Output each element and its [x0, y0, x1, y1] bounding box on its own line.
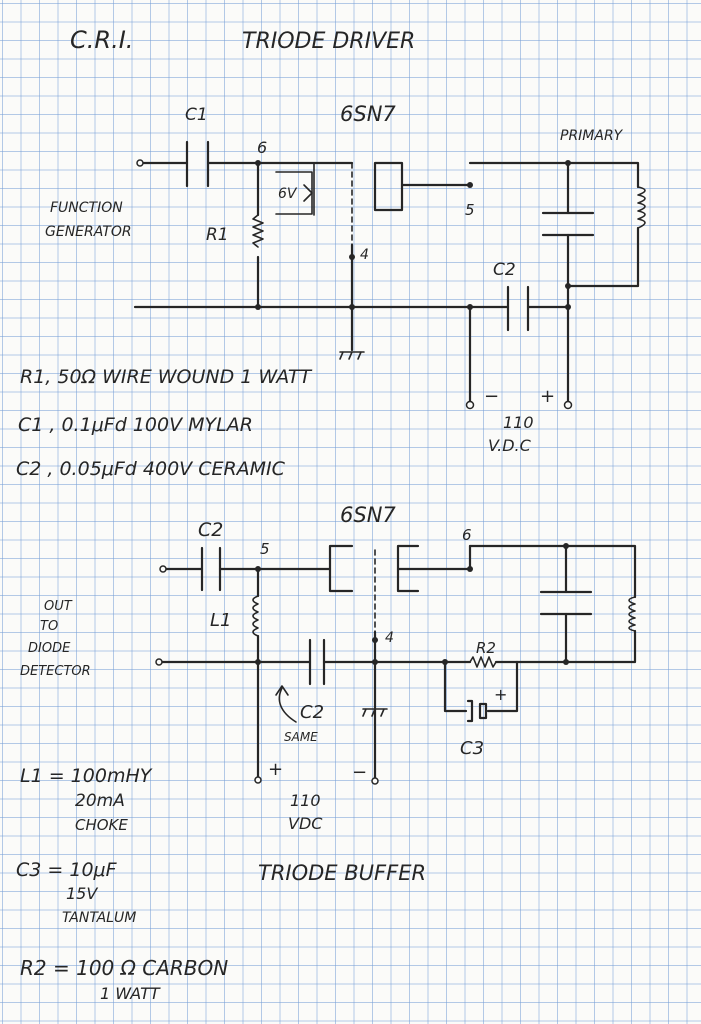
- buffer-pin-cathode-label: 4: [385, 630, 394, 646]
- driver-plus-label: +: [540, 386, 555, 407]
- driver-c1-label: C1: [185, 105, 208, 125]
- buffer-title: TRIODE BUFFER: [258, 861, 426, 885]
- driver-supply-plus-terminal: [563, 400, 573, 410]
- buffer-output-label-2: TO: [40, 619, 58, 634]
- buffer-supply-plus-terminal: [254, 776, 262, 784]
- driver-pin-grid-label: 6: [257, 138, 267, 157]
- buffer-output-terminal: [155, 658, 163, 666]
- buffer-inductor-l1: [252, 567, 260, 664]
- driver-heater-label: 6V: [278, 186, 298, 202]
- driver-circuit: C1 6 6SN7 6V R1 FUNCTION GENERATOR 4: [45, 102, 646, 455]
- driver-primary-coil: [637, 186, 646, 229]
- driver-tank-capacitor: [541, 161, 595, 309]
- buffer-junctions: [255, 543, 569, 665]
- buffer-part-c3-2: 15V: [66, 884, 98, 903]
- buffer-l1-label: L1: [210, 610, 231, 631]
- buffer-plus-label: +: [268, 759, 283, 780]
- driver-r1-label: R1: [206, 225, 229, 245]
- buffer-capacitor-c2: [200, 546, 222, 592]
- buffer-supply-label-1: 110: [290, 791, 321, 810]
- page-title-left: C.R.I.: [70, 26, 133, 54]
- buffer-supply-label-2: VDC: [288, 814, 323, 833]
- driver-supply-label-2: V.D.C: [488, 436, 532, 455]
- buffer-resistor-r2: [443, 656, 519, 668]
- driver-heater-box: [275, 171, 313, 215]
- buffer-tube-label: 6SN7: [340, 503, 396, 527]
- buffer-c3-label: C3: [460, 738, 484, 759]
- buffer-parts-list: L1 = 100mHY 20mA CHOKE C3 = 10μF 15V TAN…: [16, 765, 228, 1003]
- buffer-c3-plus-label: +: [494, 685, 507, 704]
- driver-pin-cathode-label: 4: [360, 247, 369, 263]
- buffer-part-l1-3: CHOKE: [75, 816, 128, 834]
- driver-c2-label: C2: [493, 260, 516, 280]
- driver-ground-symbol: [339, 305, 365, 360]
- buffer-part-l1-1: L1 = 100mHY: [20, 765, 153, 787]
- buffer-supply-minus-terminal: [371, 777, 379, 785]
- buffer-r2-label: R2: [476, 639, 496, 657]
- driver-resistor-r1: [252, 161, 264, 309]
- buffer-tube-symbol: [328, 544, 472, 633]
- buffer-part-r2-2: 1 WATT: [100, 984, 161, 1003]
- driver-junctions: [255, 160, 571, 310]
- buffer-coil: [628, 596, 636, 632]
- buffer-pin-grid-label: 5: [260, 540, 270, 558]
- driver-supply-label-1: 110: [503, 413, 534, 432]
- driver-plate-wires: [468, 161, 640, 288]
- buffer-same-label: SAME: [284, 730, 318, 744]
- buffer-circuit: 6SN7 C2 5 L1 OUT TO DIODE DETECTOR: [20, 503, 637, 833]
- buffer-output-label-3: DIODE: [28, 641, 71, 656]
- driver-tube-label: 6SN7: [340, 102, 396, 126]
- driver-supply-wires: [468, 305, 570, 404]
- driver-part-c2: C2 , 0.05μFd 400V CERAMIC: [16, 458, 286, 480]
- driver-input-wire: [136, 159, 354, 167]
- buffer-part-c3-1: C3 = 10μF: [16, 859, 118, 881]
- driver-part-c1: C1 , 0.1μFd 100V MYLAR: [18, 414, 253, 436]
- buffer-output-label-1: OUT: [44, 599, 73, 614]
- driver-capacitor-c1: [185, 140, 210, 188]
- driver-supply-minus-terminal: [465, 400, 475, 410]
- buffer-plate-wires: [468, 544, 637, 664]
- driver-source-label-1: FUNCTION: [50, 200, 123, 216]
- driver-source-label-2: GENERATOR: [45, 224, 132, 240]
- driver-primary-label: PRIMARY: [560, 128, 624, 144]
- driver-capacitor-c2: [506, 285, 530, 332]
- driver-tube-symbol: [313, 161, 472, 246]
- buffer-capacitor-c3: [443, 660, 519, 723]
- buffer-part-l1-2: 20mA: [75, 791, 125, 811]
- page-title-right: TRIODE DRIVER: [242, 29, 415, 54]
- buffer-capacitor-c2-bypass: [308, 638, 326, 686]
- buffer-c2-label: C2: [198, 519, 223, 541]
- buffer-part-c3-3: TANTALUM: [62, 910, 136, 926]
- driver-pin-plate-label: 5: [465, 201, 475, 219]
- buffer-ground-symbol: [362, 708, 388, 717]
- buffer-pin-plate-label: 6: [462, 526, 472, 544]
- buffer-c2-bypass-label: C2: [300, 702, 324, 723]
- buffer-output-label-4: DETECTOR: [20, 664, 91, 679]
- driver-minus-label: −: [484, 386, 499, 407]
- buffer-part-r2-1: R2 = 100 Ω CARBON: [20, 956, 228, 980]
- buffer-input-wire: [159, 565, 332, 573]
- buffer-tank-capacitor: [539, 544, 593, 664]
- buffer-minus-label: −: [352, 762, 367, 783]
- buffer-same-arrow: [278, 687, 297, 723]
- driver-part-r1: R1, 50Ω WIRE WOUND 1 WATT: [20, 366, 312, 388]
